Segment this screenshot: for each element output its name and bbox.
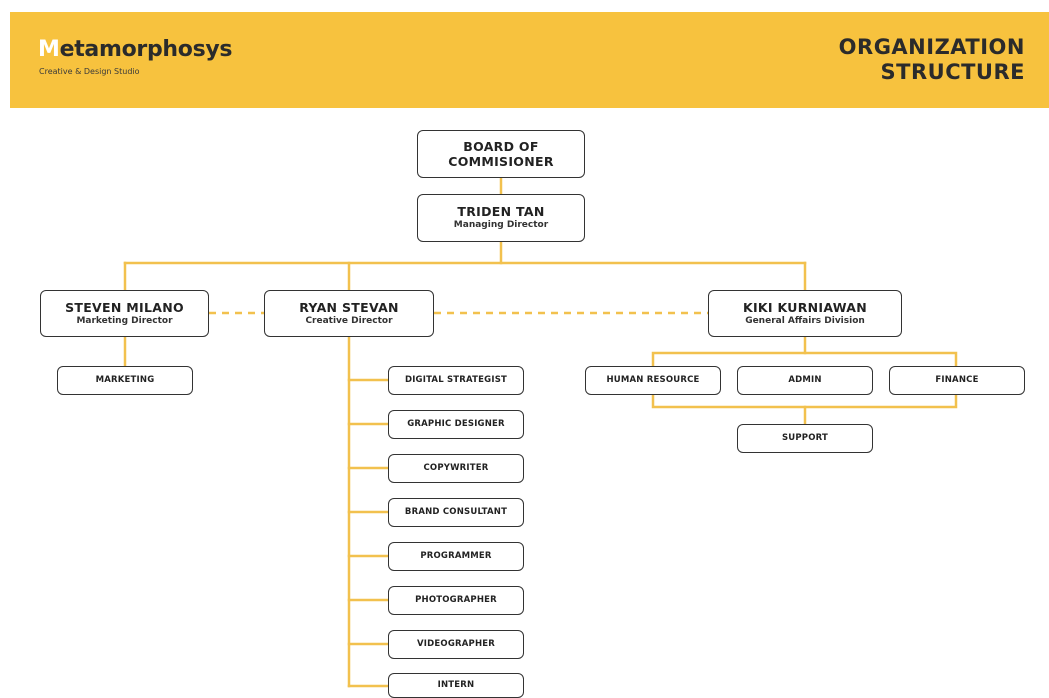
node-label: BRAND CONSULTANT [404, 507, 508, 517]
node-label: ADMIN [788, 375, 822, 385]
node-label: DIGITAL STRATEGIST [404, 375, 508, 385]
node-general-affairs-role: General Affairs Division [745, 315, 865, 326]
node-label: GRAPHIC DESIGNER [407, 419, 505, 429]
node-digital-strategist: DIGITAL STRATEGIST [388, 366, 524, 395]
node-label: FINANCE [935, 375, 979, 385]
logo-subtitle: Creative & Design Studio [39, 67, 140, 76]
node-support: SUPPORT [737, 424, 873, 453]
node-brand-consultant: BRAND CONSULTANT [388, 498, 524, 527]
node-graphic-designer: GRAPHIC DESIGNER [388, 410, 524, 439]
node-finance: FINANCE [889, 366, 1025, 395]
node-programmer: PROGRAMMER [388, 542, 524, 571]
node-board: BOARD OF COMMISIONER [417, 130, 585, 178]
page-title: ORGANIZATION STRUCTURE [839, 35, 1025, 85]
node-board-line2: COMMISIONER [448, 154, 554, 169]
node-label: SUPPORT [781, 433, 829, 443]
node-general-affairs-name: KIKI KURNIAWAN [742, 299, 868, 315]
node-label: INTERN [437, 680, 475, 690]
page-title-line2: STRUCTURE [880, 60, 1025, 84]
node-marketing-director-role: Marketing Director [76, 315, 173, 326]
node-creative-director: RYAN STEVAN Creative Director [264, 290, 434, 337]
node-creative-director-name: RYAN STEVAN [299, 299, 399, 315]
logo-wordmark: etamorphosys [59, 37, 233, 62]
node-managing-director: TRIDEN TAN Managing Director [417, 194, 585, 242]
node-md-role: Managing Director [453, 220, 549, 230]
node-videographer: VIDEOGRAPHER [388, 630, 524, 659]
node-label: VIDEOGRAPHER [416, 639, 496, 649]
node-label: HUMAN RESOURCE [606, 375, 700, 385]
logo: Metamorphosys [38, 37, 233, 62]
node-creative-director-role: Creative Director [305, 315, 393, 326]
page-title-line1: ORGANIZATION [838, 35, 1025, 59]
node-marketing-director: STEVEN MILANO Marketing Director [40, 290, 209, 337]
node-intern: INTERN [388, 673, 524, 698]
node-label: COPYWRITER [423, 463, 489, 473]
node-general-affairs: KIKI KURNIAWAN General Affairs Division [708, 290, 902, 337]
node-marketing-label: MARKETING [95, 375, 155, 385]
node-human-resource: HUMAN RESOURCE [585, 366, 721, 395]
node-md-name: TRIDEN TAN [457, 204, 545, 219]
node-marketing-director-name: STEVEN MILANO [65, 299, 184, 315]
node-label: PHOTOGRAPHER [415, 595, 497, 605]
logo-first-letter: M [38, 37, 60, 62]
node-admin: ADMIN [737, 366, 873, 395]
header-banner [10, 12, 1049, 108]
top-strip [0, 0, 1049, 12]
node-marketing: MARKETING [57, 366, 193, 395]
node-photographer: PHOTOGRAPHER [388, 586, 524, 615]
node-board-line1: BOARD OF [463, 139, 539, 154]
node-copywriter: COPYWRITER [388, 454, 524, 483]
node-label: PROGRAMMER [420, 551, 492, 561]
